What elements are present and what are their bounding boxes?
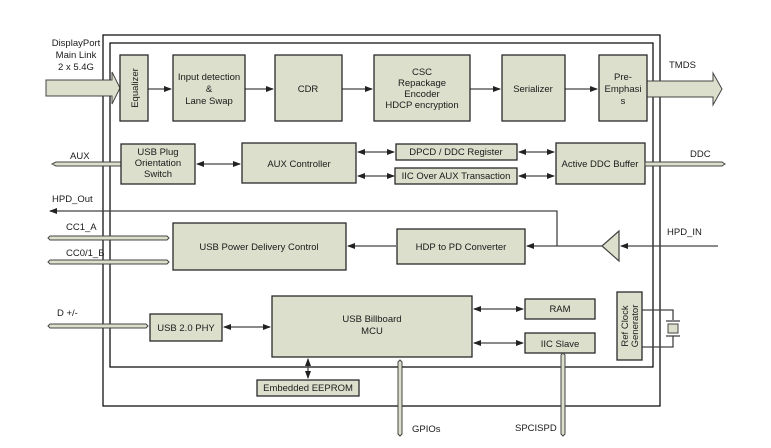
d-pm-label: D +/- <box>57 308 78 319</box>
iic-slave-block <box>524 332 596 354</box>
ddc-label: DDC <box>690 149 711 160</box>
dp-label-3: 2 x 5.4G <box>58 62 94 73</box>
aux-label: AUX <box>70 151 90 162</box>
dp-main-link-arrow <box>45 71 121 105</box>
cc0-1-b-label: CC0/1_B <box>66 248 105 259</box>
billboard-label-1: USB Billboard <box>342 314 401 325</box>
csc-label-4: HDCP encryption <box>385 100 458 111</box>
crystal-wire-top <box>642 309 674 320</box>
dp-label-2: Main Link <box>56 50 97 61</box>
aux-controller-label: AUX Controller <box>267 159 330 170</box>
hpd-out-label: HPD_Out <box>52 194 93 205</box>
csc-label-3: Encoder <box>404 89 439 100</box>
outer-chip-boundary <box>102 34 661 407</box>
eeprom-label: Embedded EEPROM <box>263 383 353 394</box>
hpd-out-line <box>49 208 558 246</box>
usb-plug-label-3: Switch <box>144 169 172 180</box>
ref-clock-generator-block <box>616 291 643 361</box>
hpd-in-label: HPD_IN <box>667 227 702 238</box>
csc-label-1: CSC <box>412 67 432 78</box>
billboard-label-2: MCU <box>361 326 383 337</box>
cc1-a-bus <box>47 235 170 241</box>
crystal-icon <box>667 323 679 334</box>
iic-slave-label: IIC Slave <box>541 339 580 350</box>
equalizer-label: Equalizer <box>130 68 141 108</box>
active-ddc-buffer-block <box>555 142 646 185</box>
spi-spd-bus <box>560 352 566 437</box>
inner-chip-boundary <box>109 42 654 368</box>
dpcd-ddc-register-block <box>395 143 518 161</box>
pre-emphasis-label-2: Emphasi <box>605 84 642 95</box>
spi-spd-label: SPCISPD <box>515 423 557 434</box>
usb-power-delivery-block <box>172 222 347 271</box>
pre-emphasis-label-3: s <box>621 96 626 107</box>
usb-plug-label-1: USB Plug <box>137 147 178 158</box>
cc0-1-b-bus <box>47 259 170 265</box>
csc-label-2: Repackage <box>398 78 446 89</box>
csc-encoder-block <box>373 54 471 122</box>
cdr-label: CDR <box>298 84 319 95</box>
ram-block <box>524 298 596 320</box>
ref-clock-label-2: Generator <box>630 305 641 348</box>
gpio-bus <box>397 359 403 437</box>
iic-over-aux-block <box>394 167 518 185</box>
ram-label: RAM <box>549 304 570 315</box>
usb-pd-label: USB Power Delivery Control <box>199 242 318 253</box>
tmds-arrow <box>644 71 723 107</box>
serializer-block <box>501 54 566 122</box>
aux-bus <box>50 161 122 167</box>
cdr-block <box>274 54 343 122</box>
usb-phy-label: USB 2.0 PHY <box>157 323 215 334</box>
hdp-to-pd-label: HDP to PD Converter <box>416 242 507 253</box>
pre-emphasis-label-1: Pre- <box>614 72 632 83</box>
tmds-label: TMDS <box>669 60 696 71</box>
ddc-bus <box>644 161 726 167</box>
iic-over-aux-label: IIC Over AUX Transaction <box>402 171 511 182</box>
gpios-label: GPIOs <box>412 424 441 435</box>
usb-plug-label-2: Orientation <box>135 158 181 169</box>
input-detect-label-3: Lane Swap <box>185 96 233 107</box>
usb-plug-orientation-block <box>120 143 196 185</box>
input-detect-label-1: Input detection <box>178 72 240 83</box>
d-pm-bus <box>47 323 149 329</box>
dpcd-register-label: DPCD / DDC Register <box>409 147 502 158</box>
usb-phy-block <box>149 313 223 342</box>
aux-controller-block <box>241 142 357 184</box>
pre-emphasis-block <box>598 54 648 122</box>
input-detection-block <box>172 54 246 122</box>
hpd-buffer-triangle-icon <box>601 229 620 263</box>
input-detect-label-2: & <box>206 84 213 95</box>
dp-label-1: DisplayPort <box>52 38 101 49</box>
ref-clock-label-1: Ref Clock <box>620 305 631 346</box>
serializer-label: Serializer <box>513 84 553 95</box>
crystal-wire-bottom <box>642 336 674 348</box>
embedded-eeprom-block <box>256 379 360 397</box>
cc1-a-label: CC1_A <box>66 222 97 233</box>
usb-billboard-mcu-block <box>271 295 473 358</box>
active-ddc-label: Active DDC Buffer <box>562 159 639 170</box>
equalizer-block <box>119 54 149 122</box>
hdp-to-pd-converter-block <box>396 228 526 265</box>
